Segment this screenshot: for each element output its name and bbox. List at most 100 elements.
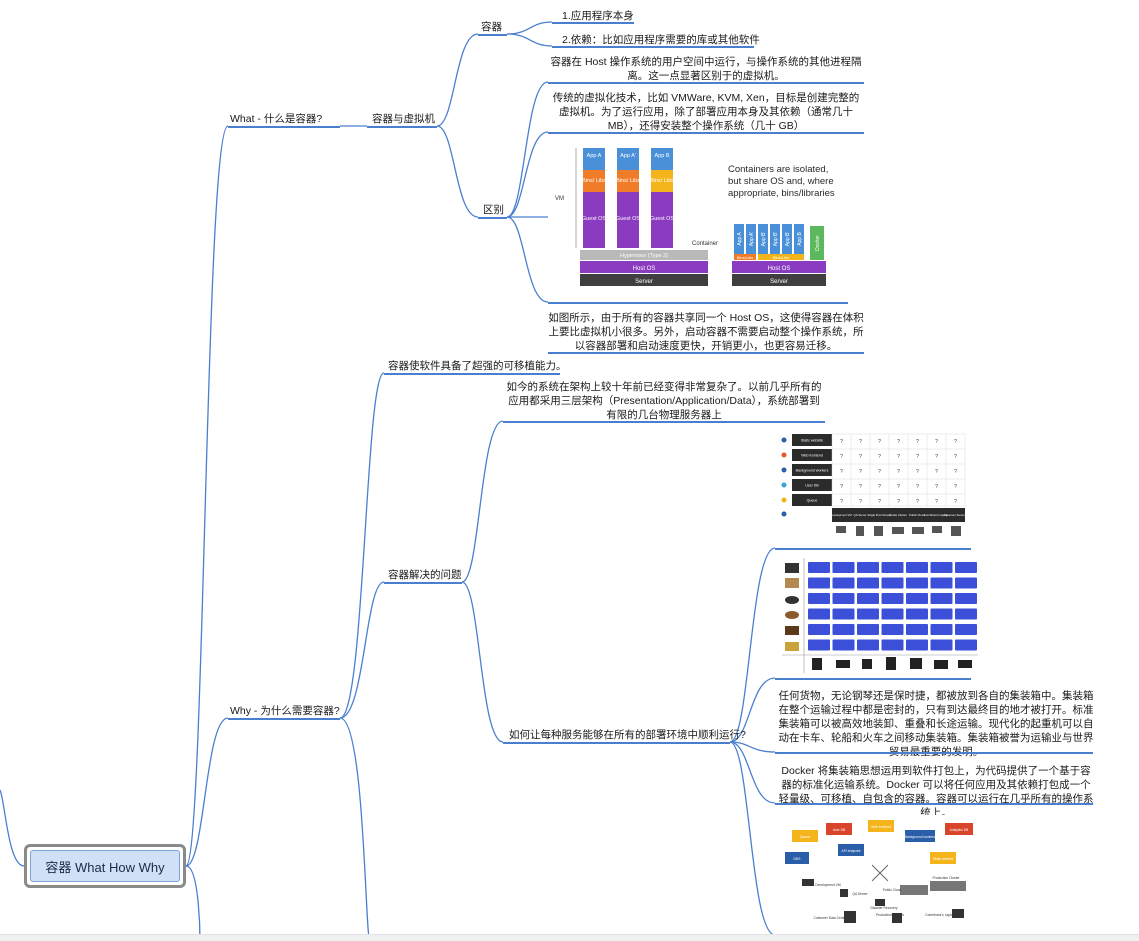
container-label: Container [692,241,718,247]
network-place-8: Contributor's Laptop [925,913,955,917]
matrix-row-labels [792,434,832,506]
vm-vs-container-diagram: VM App A App A' App B Bins/ Libs Bins/ L… [550,140,850,290]
node-container-item-1[interactable]: 1.应用程序本身 [562,10,634,22]
node-container[interactable]: 容器 [481,21,502,33]
cargo-container [808,593,830,604]
cargo-container [881,608,904,620]
vm-stack-3 [651,148,673,248]
matrix-cell: ? [859,499,862,505]
node-vm-para-1[interactable]: 容器在 Host 操作系统的用户空间中运行，与操作系统的其他进程隔离。这一点显著… [550,56,862,82]
network-arrows-icon [871,864,889,882]
network-place-3: Public Cloud [883,888,902,892]
matrix-cell: ? [935,484,938,490]
cargo-container [906,608,928,620]
matrix-cell: ? [916,454,919,460]
matrix-cell: ? [897,484,900,490]
node-container-vs-vm-underline [367,126,437,128]
node-vm-image-underline [548,302,848,304]
matrix-cell: ? [935,469,938,475]
cargo-matrix-svg [782,558,978,673]
cargo-grid [782,558,978,673]
matrix-cell: ? [840,469,843,475]
node-vm-para-3[interactable]: 如图所示，由于所有的容器共享同一个 Host OS，这使得容器在体积上要比虚拟机… [548,312,864,352]
node-container-item-2[interactable]: 2.依赖：比如应用程序需要的库或其他软件 [562,34,760,46]
matrix-cell: ? [859,469,862,475]
cargo-container [881,624,904,635]
node-cargo-para[interactable]: 任何货物，无论钢琴还是保时捷，都被放到各自的集装箱中。集装箱在整个运输过程中都是… [778,690,1094,758]
node-problem-underline [384,582,462,584]
matrix-cell: ? [935,499,938,505]
container-bins-2-label: Bins/Libs [773,255,789,260]
cargo-container [832,593,855,604]
cargo-container [930,639,953,651]
matrix-cell: ? [897,469,900,475]
matrix-cell: ? [878,454,881,460]
cargo-container [930,593,953,604]
node-vm-para-2[interactable]: 传统的虚拟化技术，比如 VMWare, KVM, Xen，目标是创建完整的虚拟机… [552,92,860,132]
matrix-cell: ? [878,484,881,490]
matrix-cell: ? [916,499,919,505]
matrix-row-icons [781,437,787,517]
container-host-os [732,261,826,273]
cargo-container [906,639,928,651]
container-bins-1-label: Bins/Libs [737,255,753,260]
vm-bins-2: Bins/ Libs [616,178,640,184]
node-container-vs-vm[interactable]: 容器与虚拟机 [372,113,435,125]
matrix-cell: ? [897,454,900,460]
root-node[interactable]: 容器 What How Why [24,844,186,888]
network-place-6: Customer Data Center [814,916,848,920]
vm-stack-1 [583,148,605,248]
node-problem-para[interactable]: 如今的系统在架构上较十年前已经变得非常复杂了。以前几乎所有的应用都采用三层架构（… [506,381,822,421]
matrix-cell: ? [878,469,881,475]
node-docker-para[interactable]: Docker 将集装箱思想运用到软件打包上，为代码提供了一个基于容器的标准化运输… [778,765,1094,819]
node-problem[interactable]: 容器解决的问题 [388,569,462,581]
network-tag-2: User DB [833,828,846,832]
container-bins-2 [758,254,804,260]
vm-guest-2: Guest OS [616,216,640,222]
docker-network-diagram: Queue User DB Web frontend Background wo… [780,815,980,933]
matrix-cell: ? [954,439,957,445]
deployment-matrix-diagram: Static website Web frontend Background w… [778,430,970,545]
cargo-container [832,577,855,589]
vm-server [580,274,708,286]
node-difference[interactable]: 区别 [483,204,504,216]
cargo-container [808,608,830,620]
matrix-col-5: Public Cloud [909,513,925,517]
matrix-col-4: Onsite Cluster [889,513,907,517]
cargo-container [906,624,928,635]
cargo-container [808,562,830,573]
vm-host-os [580,261,708,273]
vm-guest-3: Guest OS [650,216,674,222]
node-why[interactable]: Why - 为什么需要容器? [230,705,340,717]
cargo-transport-icons [812,657,972,670]
vm-bins-3: Bins/ Libs [650,178,674,184]
cargo-goods-icons [785,563,799,651]
matrix-cell: ? [954,469,957,475]
node-portability[interactable]: 容器使软件具备了超强的可移植能力。 [388,360,567,372]
node-what[interactable]: What - 什么是容器? [230,113,323,125]
node-how-run[interactable]: 如何让每种服务能够在所有的部署环境中顺利运行? [509,729,746,741]
cargo-container [857,593,879,604]
cargo-container [832,639,855,651]
vm-bins-1: Bins/ Libs [582,178,606,184]
cargo-container [832,562,855,573]
node-difference-underline [478,217,507,219]
horizontal-scrollbar[interactable] [0,934,1139,941]
cargo-container [881,562,904,573]
container-caption-1: Containers are isolated, [728,164,828,175]
matrix-col-7: Customer Servers [944,513,967,517]
vm-stack-2 [617,148,639,248]
cargo-container [955,577,977,589]
matrix-cell: ? [916,439,919,445]
vm-vs-container-svg: VM App A App A' App B Bins/ Libs Bins/ L… [555,148,835,286]
network-tag-7: API endpoint [842,849,861,853]
network-tag-8: Static website [933,857,954,861]
matrix-cell: ? [935,454,938,460]
node-how-run-underline [503,742,730,744]
container-server [732,274,826,286]
matrix-row-4: User DB [805,484,819,488]
cargo-container [808,639,830,651]
network-place-5: Disaster Recovery [871,906,898,910]
matrix-cell: ? [840,454,843,460]
